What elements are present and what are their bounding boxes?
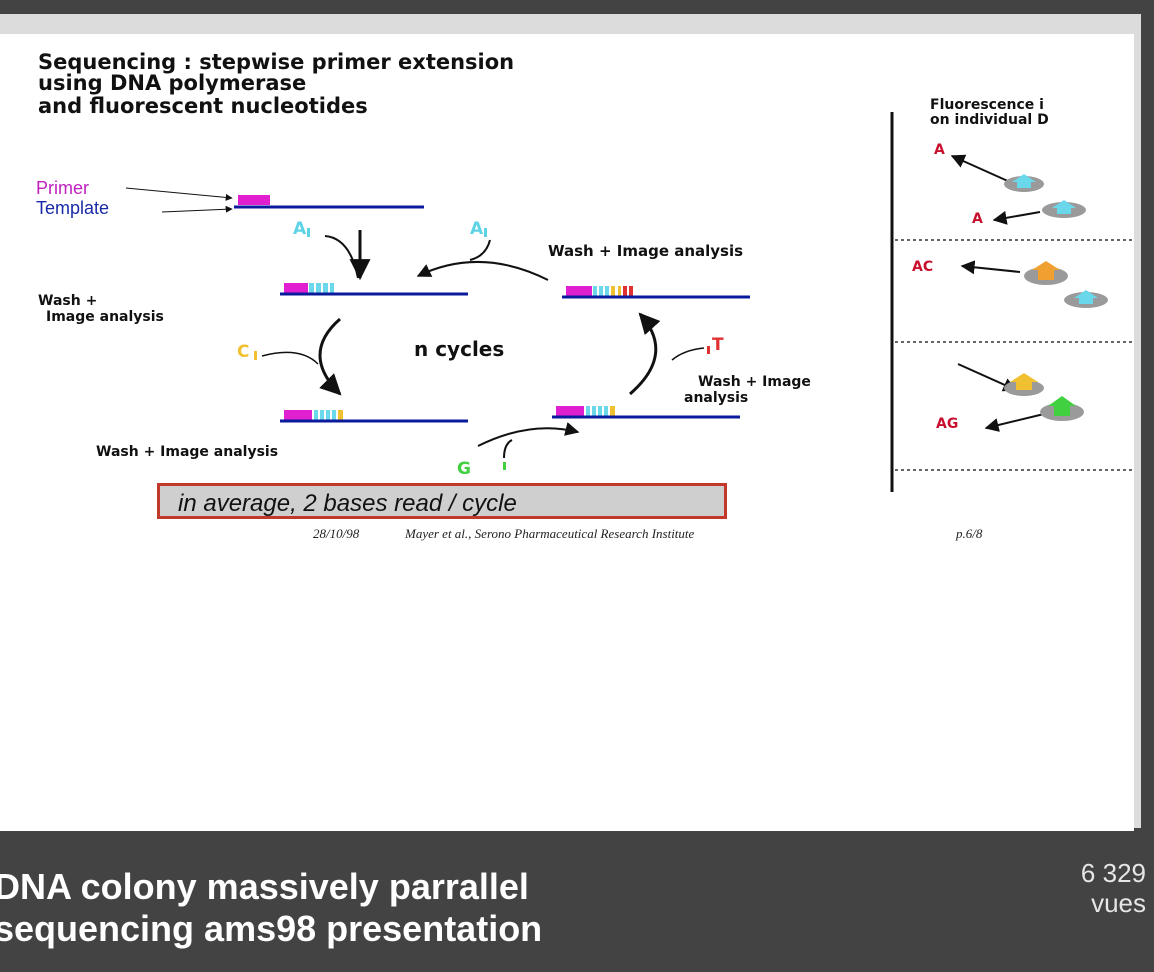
presentation-title-line1: DNA colony massively parrallel — [0, 866, 529, 907]
fluorescence-spot-icon — [1032, 261, 1060, 280]
nucleotide-g-label: G — [457, 459, 471, 479]
wash-label-right-line2: analysis — [684, 390, 748, 406]
fluorescence-spot-icon — [1012, 174, 1036, 188]
sequencing-diagram: Sequencing : stepwise primer extension u… — [36, 50, 1134, 541]
fluorescence-spot-icon — [1010, 373, 1038, 390]
nucleotide-c-label: C — [237, 342, 249, 362]
nucleotide-t-tick — [707, 346, 710, 354]
nucleotide-c-tick — [254, 351, 257, 360]
wash-label-right-line1: Wash + Image — [698, 374, 811, 390]
fluorescence-spot-icon — [1074, 290, 1098, 304]
nucleotide-a-label: A — [293, 219, 307, 239]
return-arrow — [416, 261, 549, 281]
template-label: Template — [36, 198, 109, 218]
views-count: 6 329 — [1080, 858, 1146, 888]
primer-label: Primer — [36, 178, 89, 198]
slide-title-line1: Sequencing : stepwise primer extension — [38, 50, 514, 74]
strand3-primer — [566, 286, 592, 296]
cycles-label: n cycles — [414, 337, 504, 361]
cycle-right-arrow — [629, 312, 661, 396]
footer-date: 28/10/98 — [313, 526, 360, 541]
curve-a2-stem — [469, 239, 491, 261]
wash-label-top-right: Wash + Image analysis — [548, 242, 743, 260]
strand2-primer — [284, 283, 308, 293]
fluorescence-read-a1: A — [934, 142, 945, 158]
average-reads-text: in average, 2 bases read / cycle — [178, 490, 517, 517]
template-pointer-arrow — [161, 205, 233, 213]
fluorescence-title-line2: on individual D — [930, 112, 1049, 128]
strand4-primer — [284, 410, 312, 420]
curve-t — [671, 347, 705, 361]
strand5-primer — [556, 406, 584, 416]
slide-title-line3: and fluorescent nucleotides — [38, 94, 368, 118]
wash-label-bottom-left: Wash + Image analysis — [96, 444, 278, 460]
presentation-title[interactable]: DNA colony massively parrallel sequencin… — [0, 866, 794, 950]
slide-frame: Sequencing : stepwise primer extension u… — [0, 14, 1141, 831]
cycle-left-arrow — [318, 317, 342, 396]
cycle-bottom-arrow — [477, 422, 580, 447]
slide-image[interactable]: Sequencing : stepwise primer extension u… — [0, 34, 1134, 831]
fluorescence-title-line1: Fluorescence i — [930, 97, 1044, 113]
fluorescence-spot-icon — [1048, 396, 1076, 416]
footer-author: Mayer et al., Serono Pharmaceutical Rese… — [404, 526, 695, 541]
primer-pointer-arrow — [125, 187, 233, 201]
nucleotide-a2-tick — [484, 228, 487, 237]
wash-label-left-line1: Wash + — [38, 293, 97, 309]
fluorescence-read-ac: AC — [912, 259, 933, 275]
views-counter: 6 329 vues — [1081, 858, 1146, 918]
fluorescence-read-ag: AG — [936, 416, 958, 432]
primer-block — [238, 195, 270, 205]
nucleotide-a2-label: A — [470, 219, 484, 239]
nucleotide-t-label: T — [712, 335, 724, 355]
curve-g — [503, 439, 513, 459]
average-reads-box: in average, 2 bases read / cycle — [157, 483, 727, 519]
views-label: vues — [1091, 888, 1146, 918]
presentation-title-line2: sequencing ams98 presentation — [0, 908, 543, 949]
wash-label-left-line2: Image analysis — [46, 309, 164, 325]
nucleotide-a-tick — [307, 228, 310, 237]
curve-c — [261, 351, 319, 365]
slide-title-line2: using DNA polymerase — [38, 71, 306, 95]
nucleotide-g-tick — [503, 462, 506, 470]
footer-page: p.6/8 — [955, 526, 983, 541]
fluorescence-read-a2: A — [972, 211, 983, 227]
fluorescence-spot-icon — [1052, 200, 1076, 214]
curve-a1 — [324, 235, 359, 279]
